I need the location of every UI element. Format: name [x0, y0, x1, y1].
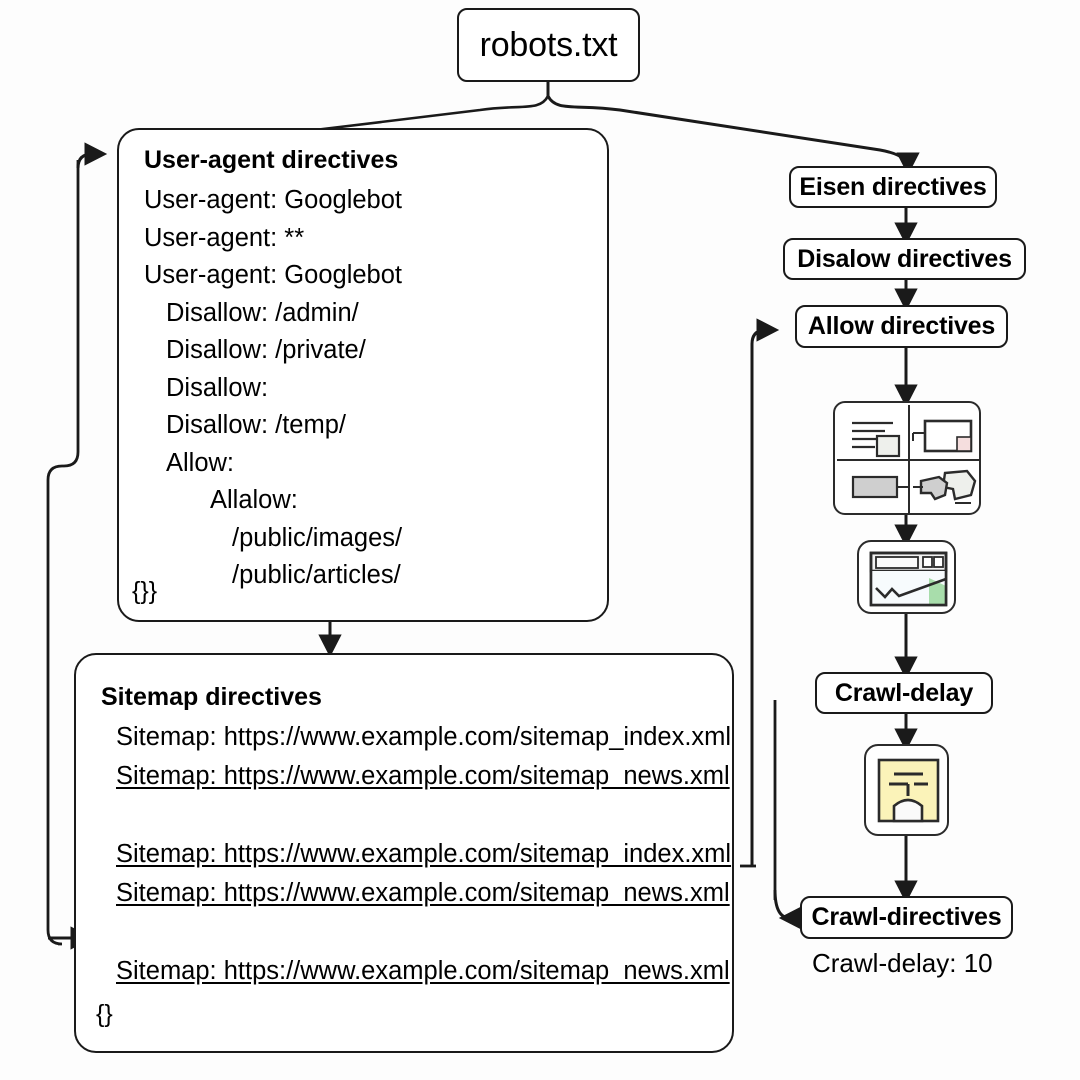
grid-icon-art: [837, 405, 981, 515]
sitemap-spacer: [116, 796, 724, 835]
node-crawl-directives[interactable]: Crawl-directives: [800, 896, 1013, 939]
yellow-form-icon[interactable]: [864, 744, 949, 836]
crawl-directives-label: Crawl-directives: [811, 903, 1002, 931]
user-agent-block-title: User-agent directives: [144, 146, 399, 174]
user-agent-line: Disallow: /private/: [166, 336, 366, 364]
node-user-agent-directives[interactable]: User-agent directives User-agent: Google…: [117, 128, 609, 622]
user-agent-line: Disallow: /admin/: [166, 298, 359, 327]
user-agent-line: User-agent: **: [144, 223, 305, 252]
node-crawl-delay[interactable]: Crawl-delay: [815, 672, 993, 714]
sitemap-line: Sitemap: https://www.example.com/sitemap…: [116, 762, 730, 790]
user-agent-line: Allow:: [166, 448, 235, 477]
user-agent-line: User-agent: Googlebot: [144, 261, 402, 289]
sitemap-line: Sitemap: https://www.example.com/sitemap…: [116, 840, 732, 868]
wire-left-inner-arrow: [76, 142, 108, 169]
sitemap-line: Sitemap: https://www.example.com/sitemap…: [116, 723, 732, 751]
sitemap-line: Sitemap: https://www.example.com/sitemap…: [116, 957, 730, 985]
chart-window-icon[interactable]: [857, 540, 956, 614]
user-agent-line: Disallow: /temp/: [166, 411, 346, 439]
sitemap-closing-brace: {}: [96, 1000, 113, 1028]
user-agent-line: User-agent: Googlebot: [144, 186, 402, 214]
user-agent-closing-brace: {}}: [132, 577, 158, 605]
disalow-directives-label: Disalow directives: [797, 244, 1012, 273]
node-sitemap-directives[interactable]: Sitemap directives Sitemap: https://www.…: [74, 653, 734, 1053]
user-agent-line: Allalow:: [210, 486, 298, 514]
wire-hook-to-crawldirectives: [773, 889, 802, 930]
allow-directives-label: Allow directives: [807, 312, 996, 340]
user-agent-line: /public/articles/: [232, 561, 401, 589]
node-allow-directives[interactable]: Allow directives: [795, 305, 1008, 348]
sitemap-spacer: [116, 913, 724, 952]
sitemap-line-list: Sitemap: https://www.example.com/sitemap…: [116, 718, 732, 991]
sitemap-block-title: Sitemap directives: [101, 683, 322, 711]
node-disalow-directives[interactable]: Disalow directives: [783, 238, 1026, 280]
user-agent-line: /public/images/: [232, 523, 403, 552]
wire-sitemap-to-allow: [750, 318, 780, 866]
crawl-delay-value: Crawl-delay: 10: [812, 948, 993, 978]
four-panel-grid-icon[interactable]: [833, 401, 981, 515]
yellow-icon-art: [877, 758, 940, 823]
user-agent-line: Disallow:: [166, 373, 269, 402]
crawl-delay-label: Crawl-delay: [834, 678, 974, 707]
node-robots-txt[interactable]: robots.txt: [457, 8, 640, 82]
chart-icon-art: [869, 551, 948, 607]
sitemap-line: Sitemap: https://www.example.com/sitemap…: [116, 879, 730, 907]
node-robots-txt-label: robots.txt: [479, 25, 618, 64]
eisen-directives-label: Eisen directives: [799, 172, 987, 201]
node-eisen-directives[interactable]: Eisen directives: [789, 166, 997, 208]
